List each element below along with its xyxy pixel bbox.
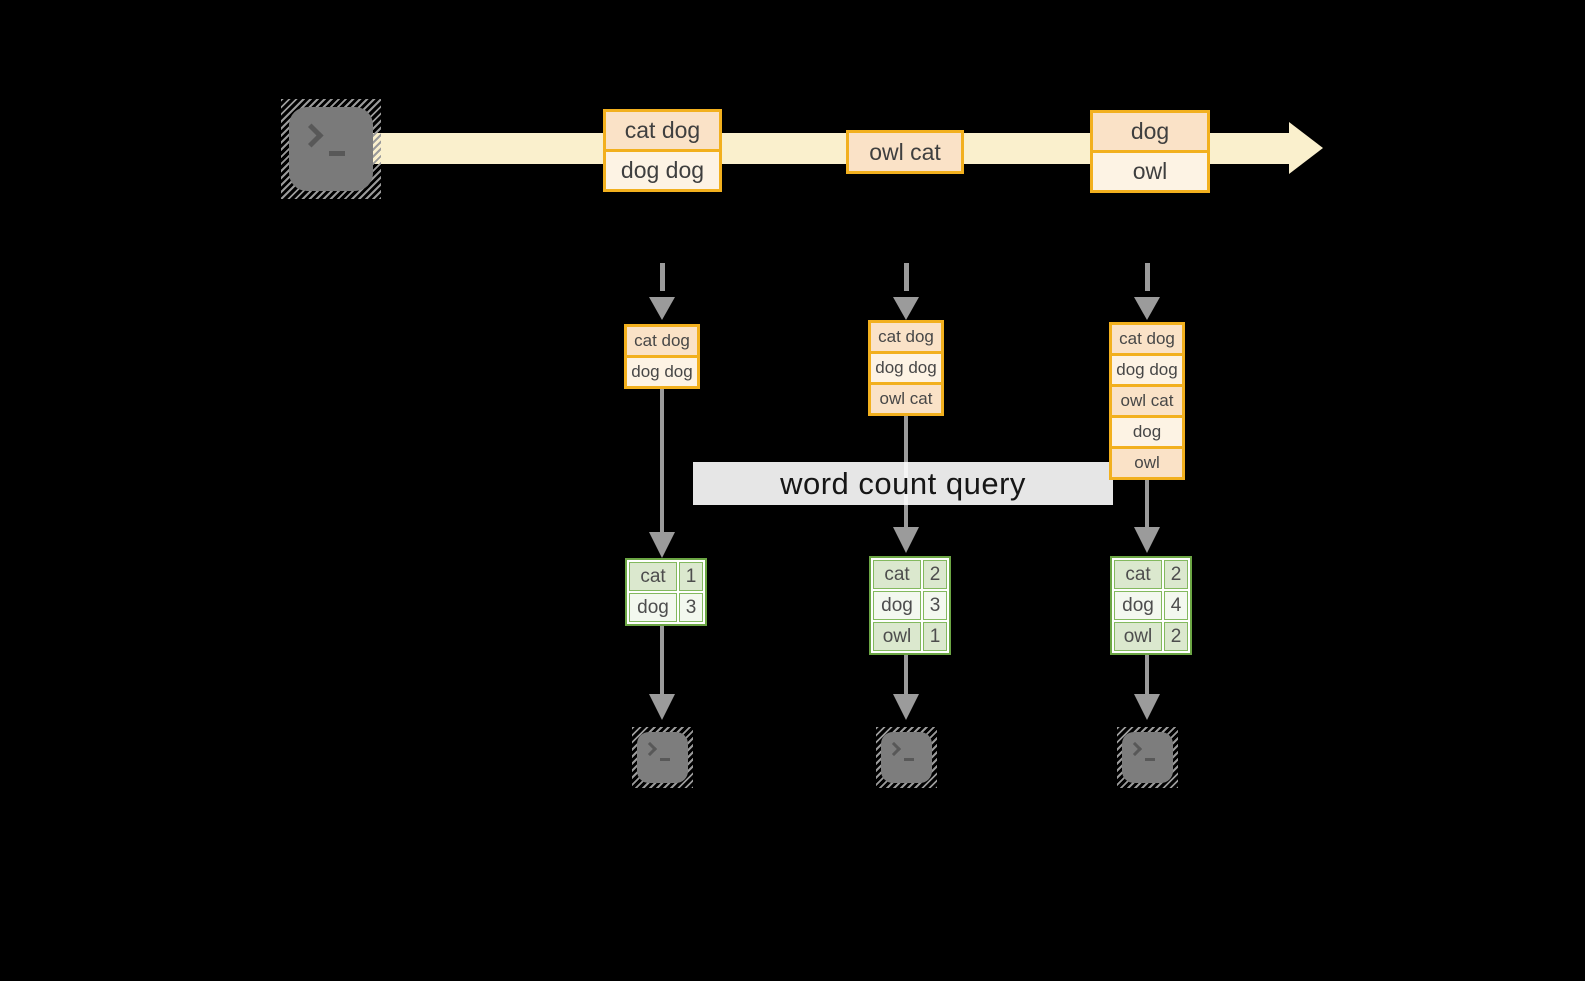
count-value-cell: 2 (1164, 622, 1188, 651)
arrowhead-icon (893, 527, 919, 553)
arrowhead-icon (893, 297, 919, 320)
count-value-cell: 1 (923, 622, 947, 651)
arrowhead-icon (893, 694, 919, 720)
prompt-underscore-icon (660, 758, 670, 761)
buffer-stack-1: cat dog dog dog (624, 324, 700, 389)
prompt-underscore-icon (329, 151, 345, 156)
buffer-item: dog dog (1112, 353, 1182, 384)
count-row: owl 1 (873, 622, 947, 651)
count-row: cat 1 (629, 562, 703, 591)
query-banner-label: word count query (780, 465, 1026, 501)
count-row: dog 3 (629, 593, 703, 622)
count-word-cell: dog (629, 593, 677, 622)
prompt-chevron-icon (886, 741, 902, 757)
terminal-sink-icon-1 (632, 727, 693, 788)
count-table-3: cat 2 dog 4 owl 2 (1110, 556, 1192, 655)
buffer-stack-2: cat dog dog dog owl cat (868, 320, 944, 416)
query-banner: word count query (693, 462, 1113, 505)
count-word-cell: owl (873, 622, 921, 651)
dash-segment (659, 263, 665, 291)
count-row: owl 2 (1114, 622, 1188, 651)
buffer-stack-3: cat dog dog dog owl cat dog owl (1109, 322, 1185, 480)
count-table-2: cat 2 dog 3 owl 1 (869, 556, 951, 655)
terminal-sink-icon-3 (1117, 727, 1178, 788)
count-value-cell: 4 (1164, 591, 1188, 620)
dash-segment (903, 263, 909, 291)
arrowhead-icon (649, 297, 675, 320)
output-arrow-line-1 (660, 626, 664, 694)
count-value-cell: 2 (1164, 560, 1188, 589)
terminal-body (1122, 732, 1173, 783)
count-row: dog 3 (873, 591, 947, 620)
stream-event-box-3: dog owl (1090, 110, 1210, 193)
terminal-source-icon (281, 99, 381, 199)
buffer-item: dog (1112, 415, 1182, 446)
arrowhead-icon (649, 694, 675, 720)
output-arrow-line-3 (1145, 655, 1149, 694)
buffer-item: cat dog (627, 327, 697, 355)
terminal-body (881, 732, 932, 783)
buffer-item: dog dog (871, 351, 941, 382)
buffer-item: dog dog (627, 355, 697, 386)
terminal-body (289, 107, 373, 191)
prompt-chevron-icon (642, 741, 658, 757)
count-word-cell: cat (629, 562, 677, 591)
stream-event-text: cat dog (606, 112, 719, 149)
prompt-underscore-icon (1145, 758, 1155, 761)
count-row: dog 4 (1114, 591, 1188, 620)
stream-event-box-2: owl cat (846, 130, 964, 174)
terminal-sink-icon-2 (876, 727, 937, 788)
count-table-1: cat 1 dog 3 (625, 558, 707, 626)
prompt-chevron-icon (299, 123, 324, 148)
count-row: cat 2 (873, 560, 947, 589)
terminal-body (637, 732, 688, 783)
count-value-cell: 3 (679, 593, 703, 622)
arrowhead-icon (1134, 297, 1160, 320)
stream-event-text: owl (1093, 150, 1207, 190)
count-word-cell: dog (1114, 591, 1162, 620)
query-arrow-line-3 (1145, 480, 1149, 527)
output-arrow-line-2 (904, 655, 908, 694)
stream-event-text: dog (1093, 113, 1207, 150)
stream-event-text: dog dog (606, 149, 719, 189)
ingest-arrow-2 (893, 263, 919, 320)
count-value-cell: 2 (923, 560, 947, 589)
stream-event-box-1: cat dog dog dog (603, 109, 722, 192)
dash-segment (1144, 263, 1150, 291)
ingest-arrow-3 (1134, 263, 1160, 320)
buffer-item: owl cat (871, 382, 941, 413)
arrowhead-icon (649, 532, 675, 558)
arrowhead-icon (1134, 694, 1160, 720)
arrowhead-icon (1134, 527, 1160, 553)
prompt-underscore-icon (904, 758, 914, 761)
prompt-chevron-icon (1127, 741, 1143, 757)
ingest-arrow-1 (649, 263, 675, 320)
stream-arrowhead-icon (1289, 122, 1323, 174)
count-value-cell: 3 (923, 591, 947, 620)
buffer-item: owl cat (1112, 384, 1182, 415)
count-word-cell: cat (873, 560, 921, 589)
count-value-cell: 1 (679, 562, 703, 591)
buffer-item: cat dog (1112, 325, 1182, 353)
buffer-item: cat dog (871, 323, 941, 351)
count-row: cat 2 (1114, 560, 1188, 589)
stream-event-text: owl cat (849, 133, 961, 171)
query-arrow-line-1 (660, 389, 664, 532)
count-word-cell: dog (873, 591, 921, 620)
buffer-item: owl (1112, 446, 1182, 477)
count-word-cell: owl (1114, 622, 1162, 651)
count-word-cell: cat (1114, 560, 1162, 589)
